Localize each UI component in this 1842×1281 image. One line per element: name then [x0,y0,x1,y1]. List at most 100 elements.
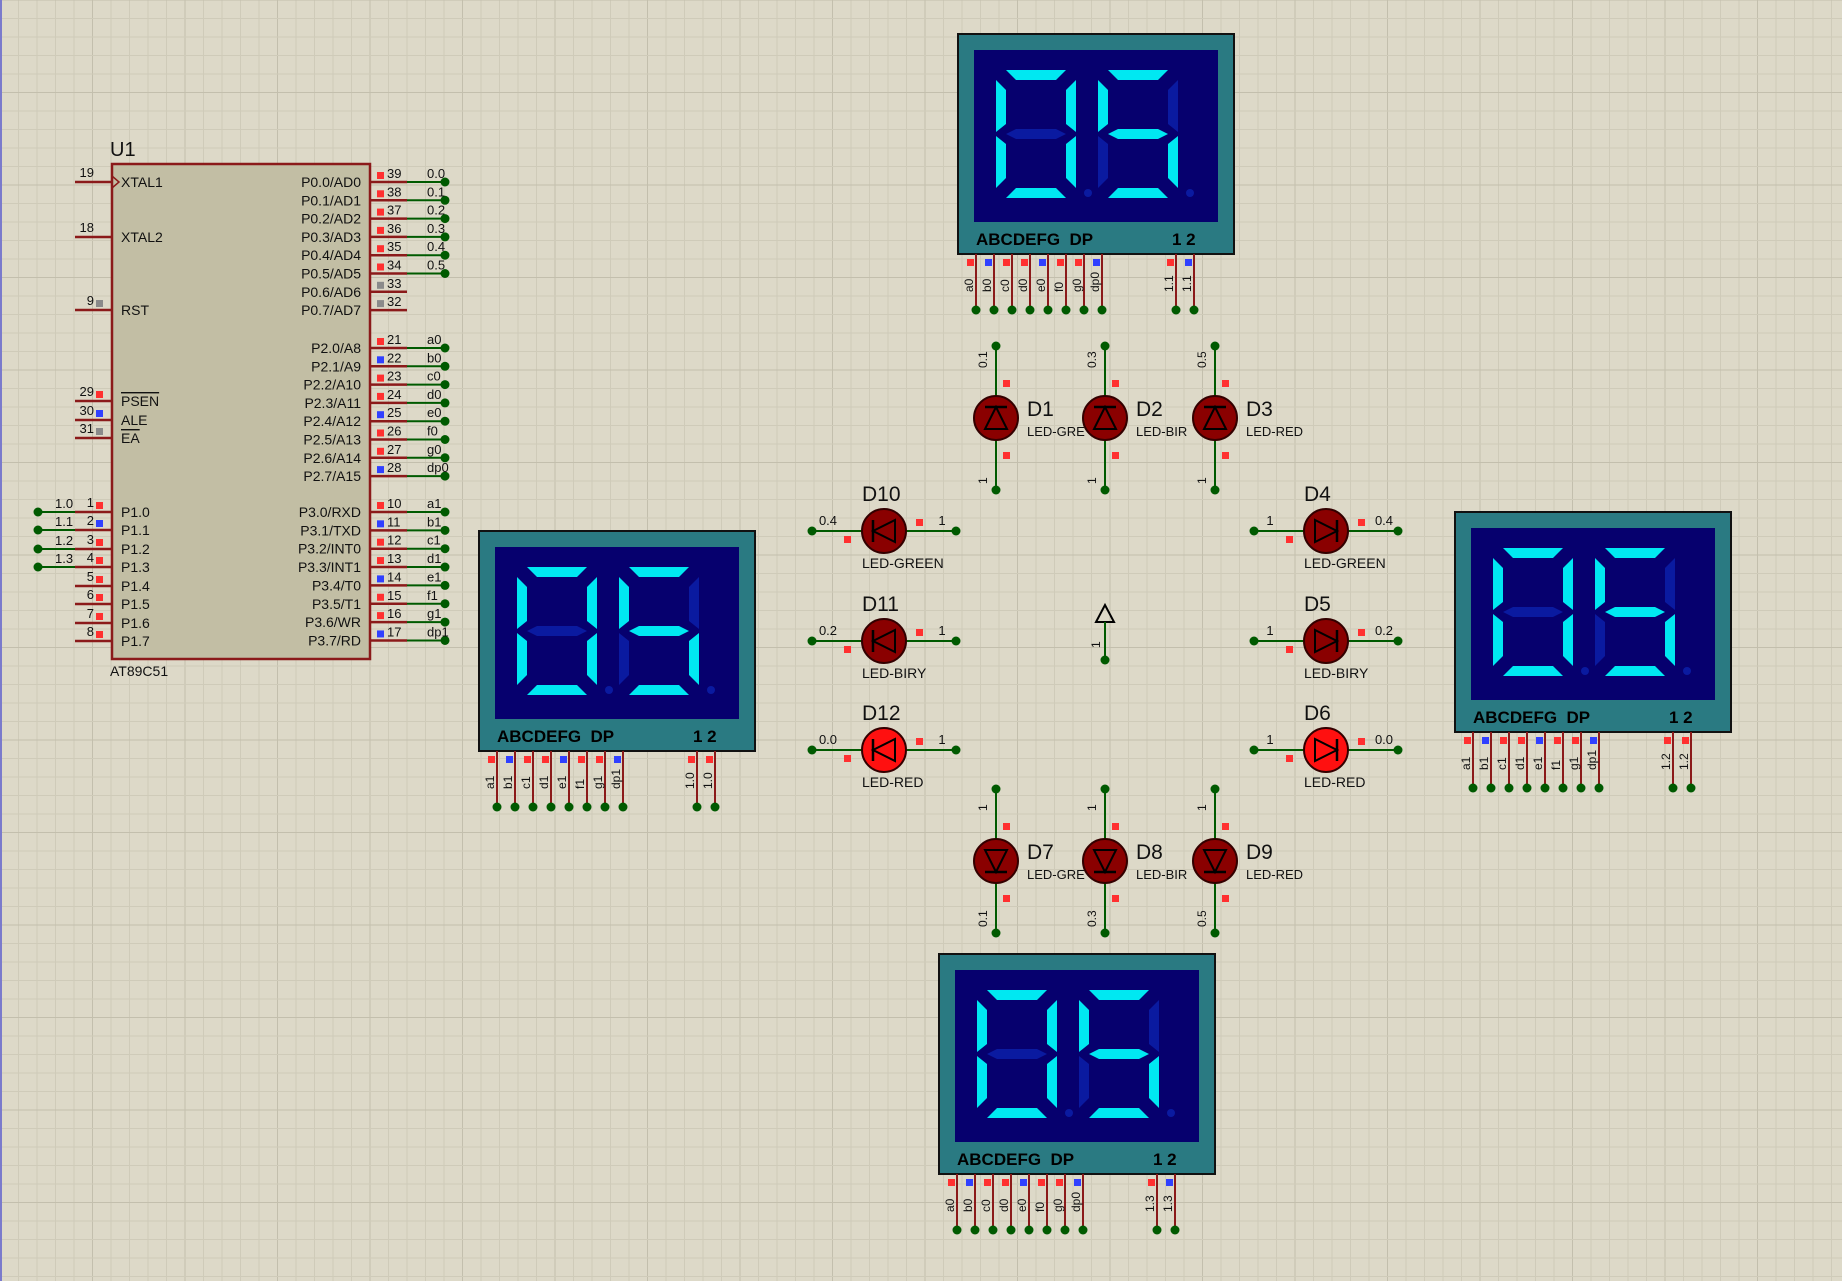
display-pin-e0[interactable]: e0 [1034,254,1053,315]
display-common-pin[interactable]: 1.1 [1162,254,1181,315]
display-pin-b1[interactable]: b1 [501,751,520,812]
display-pin-a1[interactable]: a1 [483,751,502,812]
mcu-pin-p10[interactable]: 1P1.01.0 [33,495,151,520]
display-pin-d1[interactable]: d1 [1513,732,1532,793]
display-pin-c1[interactable]: c1 [519,751,538,812]
display-pin-d0[interactable]: d0 [1016,254,1035,315]
led-body[interactable] [861,727,907,773]
mcu-pin-p15[interactable]: 6P1.5 [75,587,150,612]
display-pin-c0[interactable]: c0 [979,1174,998,1235]
display-pin-dp1[interactable]: dp1 [609,751,628,812]
display-pin-g0[interactable]: g0 [1070,254,1089,315]
display-pin-dp1[interactable]: dp1 [1585,732,1604,793]
display-pin-c0[interactable]: c0 [998,254,1017,315]
led-body[interactable] [861,508,907,554]
display-pin-b1[interactable]: b1 [1477,732,1496,793]
display-pin-d0[interactable]: d0 [997,1174,1016,1235]
led-body[interactable] [1303,727,1349,773]
mcu-body[interactable] [110,162,372,661]
display-pin-e1[interactable]: e1 [1531,732,1550,793]
display-common-pin[interactable]: 1.3 [1161,1174,1180,1235]
display-pin-a0[interactable]: a0 [962,254,981,315]
display-pin-f0[interactable]: f0 [1052,254,1071,315]
display-pin-f0[interactable]: f0 [1033,1174,1052,1235]
display-common-pin[interactable]: 1.2 [1677,732,1696,793]
display-pin-f1[interactable]: f1 [573,751,592,812]
display-pin-a0[interactable]: a0 [943,1174,962,1235]
display-pin-e1[interactable]: e1 [555,751,574,812]
display-pin-a1[interactable]: a1 [1459,732,1478,793]
led-body[interactable] [973,395,1019,441]
mcu-pin-p17[interactable]: 8P1.7 [75,624,150,649]
display-pin-f1[interactable]: f1 [1549,732,1568,793]
led-body[interactable] [1303,508,1349,554]
mcu-pin-p13[interactable]: 4P1.31.3 [33,550,151,575]
display-common-pin[interactable]: 1.2 [1659,732,1678,793]
led-body[interactable] [1082,395,1128,441]
mcu-pin-p11[interactable]: 2P1.11.1 [33,513,151,538]
display-common-pin[interactable]: 1.1 [1180,254,1199,315]
display-pin-c1[interactable]: c1 [1495,732,1514,793]
display-pin-e0[interactable]: e0 [1015,1174,1034,1235]
display-common-pin[interactable]: 1.0 [683,751,702,812]
display-pin-dp0[interactable]: dp0 [1069,1174,1088,1235]
display-pin-d1[interactable]: d1 [537,751,556,812]
mcu-pin-p14[interactable]: 5P1.4 [75,569,150,594]
led-body[interactable] [1082,838,1128,884]
display-pin-b0[interactable]: b0 [980,254,999,315]
led-body[interactable] [861,618,907,664]
led-body[interactable] [973,838,1019,884]
mcu-pin-p16[interactable]: 7P1.6 [75,606,150,631]
mcu-pin-p12[interactable]: 3P1.21.2 [33,532,151,557]
display-common-pin[interactable]: 1.0 [701,751,720,812]
power-terminal[interactable]: 1 [1089,602,1116,665]
display-pin-g1[interactable]: g1 [591,751,610,812]
led-body[interactable] [1192,395,1238,441]
mcu-u1[interactable]: U1AT89C5119XTAL118XTAL29RST29PSEN30ALE31… [33,139,450,679]
